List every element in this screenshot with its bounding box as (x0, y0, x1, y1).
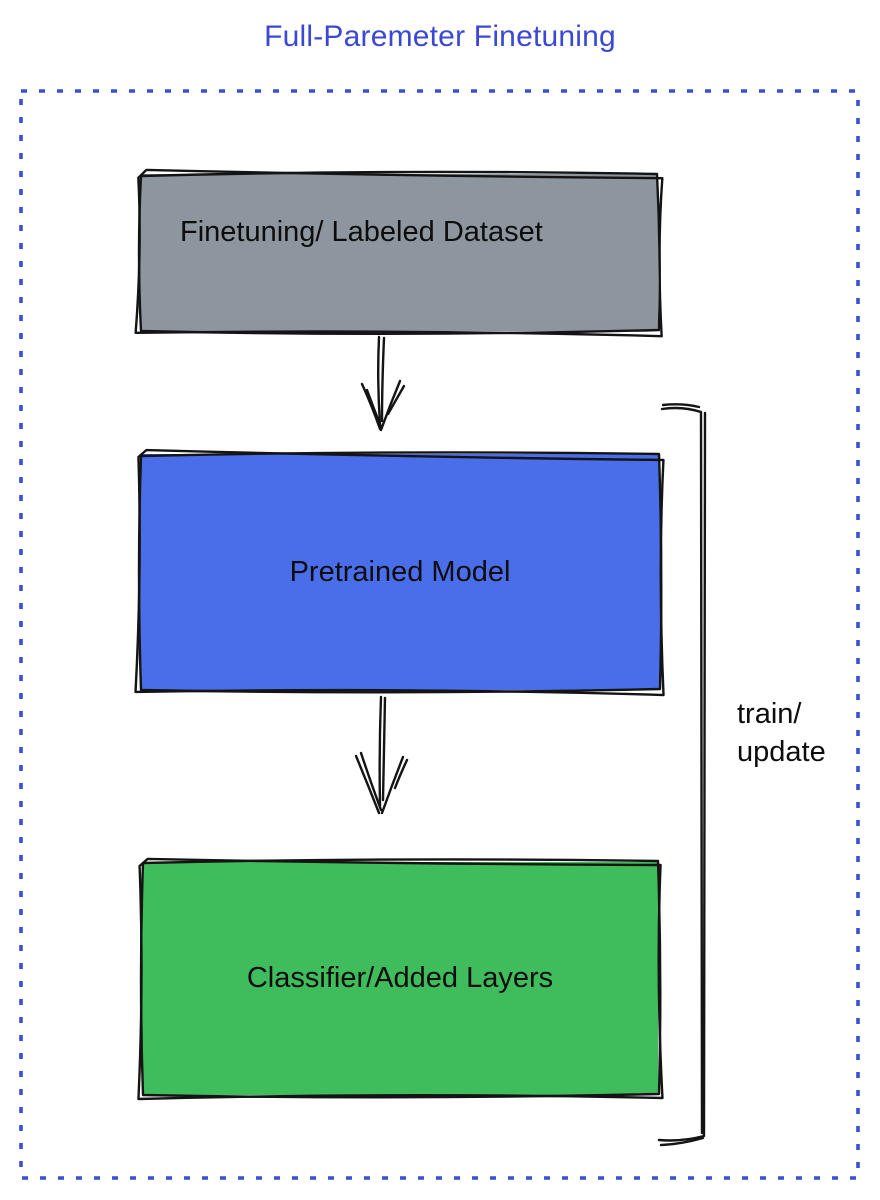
node-finetuning-dataset: Finetuning/ Labeled Dataset (140, 174, 658, 331)
node-classifier-added-layers-label: Classifier/Added Layers (246, 962, 554, 994)
node-finetuning-dataset-label: Finetuning/ Labeled Dataset (180, 216, 543, 248)
node-pretrained-model-label: Pretrained Model (289, 555, 511, 588)
arrow-model-to-classifier-icon (354, 695, 409, 815)
node-pretrained-model: Pretrained Model (140, 454, 660, 690)
train-update-bracket (657, 403, 707, 1147)
arrow-dataset-to-model-icon (360, 335, 406, 432)
train-update-label: train/ update (737, 698, 826, 768)
node-classifier-added-layers: Classifier/Added Layers (142, 862, 658, 1095)
diagram-title: Full-Paremeter Finetuning (264, 20, 616, 53)
